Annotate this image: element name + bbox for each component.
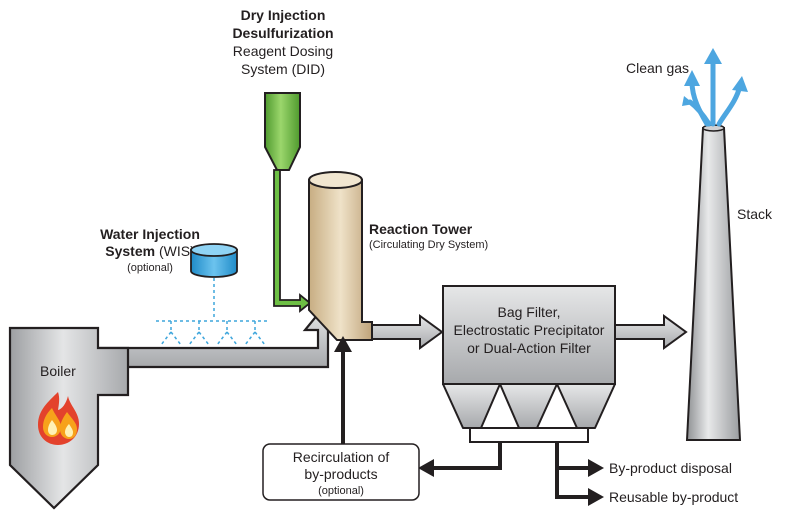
- did-title-line4: System (DID): [241, 61, 325, 77]
- water-spray-lines: [156, 278, 270, 346]
- filter-label-line2: Electrostatic Precipitator: [454, 322, 605, 338]
- water-tank: [190, 243, 238, 278]
- reagent-hopper: [264, 92, 301, 171]
- recirc-line1: Recirculation of: [293, 449, 390, 465]
- wis-title-line2-rest: (WIS): [155, 243, 195, 259]
- reusable-byproduct-label: Reusable by-product: [609, 489, 738, 505]
- flue-duct: [98, 306, 344, 369]
- stack-label: Stack: [737, 206, 773, 222]
- recirc-line2: by-products: [304, 466, 377, 482]
- clean-gas-arrows: Clean gas: [626, 48, 748, 127]
- wis-title-line2-bold: System: [105, 243, 155, 259]
- did-title-line1: Dry Injection: [241, 7, 326, 23]
- dry-injection-system: Dry Injection Desulfurization Reagent Do…: [232, 7, 334, 313]
- water-injection-system: Water Injection System (WIS) (optional): [100, 226, 270, 346]
- wis-optional: (optional): [127, 262, 173, 274]
- clean-gas-label: Clean gas: [626, 60, 689, 76]
- recirculation-box: Recirculation of by-products (optional): [262, 443, 420, 501]
- filter-collector: [469, 427, 589, 443]
- did-title-line3: Reagent Dosing: [233, 43, 333, 59]
- recirc-line3: (optional): [318, 485, 364, 497]
- wis-title-line2: System (WIS): [105, 243, 194, 259]
- stack: Stack: [685, 124, 773, 441]
- filter-unit: Bag Filter, Electrostatic Precipitator o…: [442, 285, 616, 443]
- filter-label-line1: Bag Filter,: [497, 304, 560, 320]
- filter-hoppers: [442, 383, 616, 429]
- reagent-feed-line: [273, 169, 312, 313]
- wis-title-line1: Water Injection: [100, 226, 200, 242]
- boiler: Boiler: [8, 306, 344, 510]
- filter-to-stack-arrow: [614, 314, 688, 350]
- reaction-tower-body: [308, 179, 373, 341]
- byproduct-arrowheads: [334, 336, 604, 506]
- byproduct-flows: [341, 350, 588, 499]
- stack-body: [685, 127, 742, 441]
- boiler-label: Boiler: [40, 363, 76, 379]
- tower-title: Reaction Tower: [369, 221, 473, 237]
- flame-icon: [38, 392, 79, 445]
- filter-body: [442, 285, 616, 385]
- disposal-line: [555, 442, 588, 499]
- tower-subtitle: (Circulating Dry System): [369, 239, 488, 251]
- did-title-line2: Desulfurization: [232, 25, 333, 41]
- reaction-tower-top: [308, 171, 363, 189]
- arrow-up-icon: [687, 59, 743, 127]
- byproduct-disposal-label: By-product disposal: [609, 460, 732, 476]
- tower-to-filter-arrow: [371, 314, 444, 350]
- recirculation-line: [432, 442, 502, 470]
- filter-label-line3: or Dual-Action Filter: [467, 340, 591, 356]
